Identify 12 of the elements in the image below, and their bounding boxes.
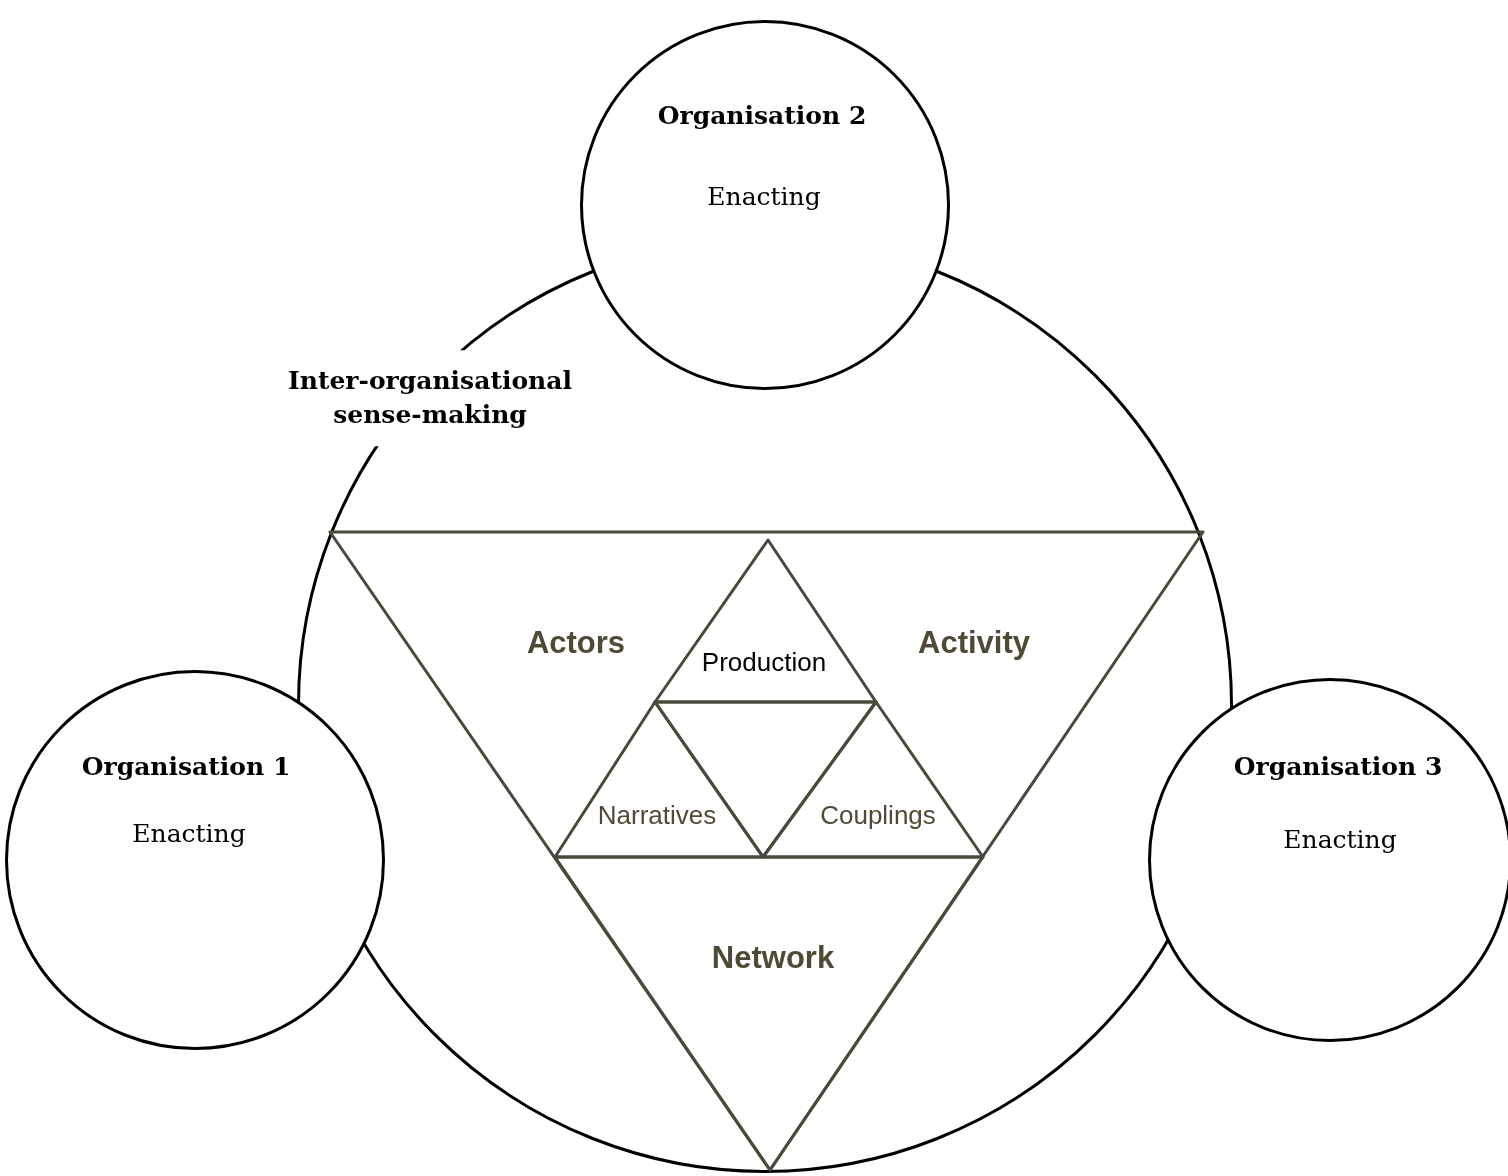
region-label: Actors — [526, 625, 626, 661]
region-label: Narratives — [597, 799, 717, 831]
region-label: Couplings — [820, 799, 936, 831]
region-label: Activity — [918, 625, 1030, 661]
heading: Organisation 1 — [81, 751, 291, 781]
region-label: Network — [711, 940, 835, 976]
region-label: Production — [701, 646, 827, 678]
heading: Organisation 3 — [1233, 751, 1443, 781]
heading: Organisation 2 — [657, 100, 867, 130]
subtitle: Enacting — [132, 818, 246, 848]
subtitle: Enacting — [1283, 824, 1397, 854]
subtitle: Enacting — [707, 181, 821, 211]
